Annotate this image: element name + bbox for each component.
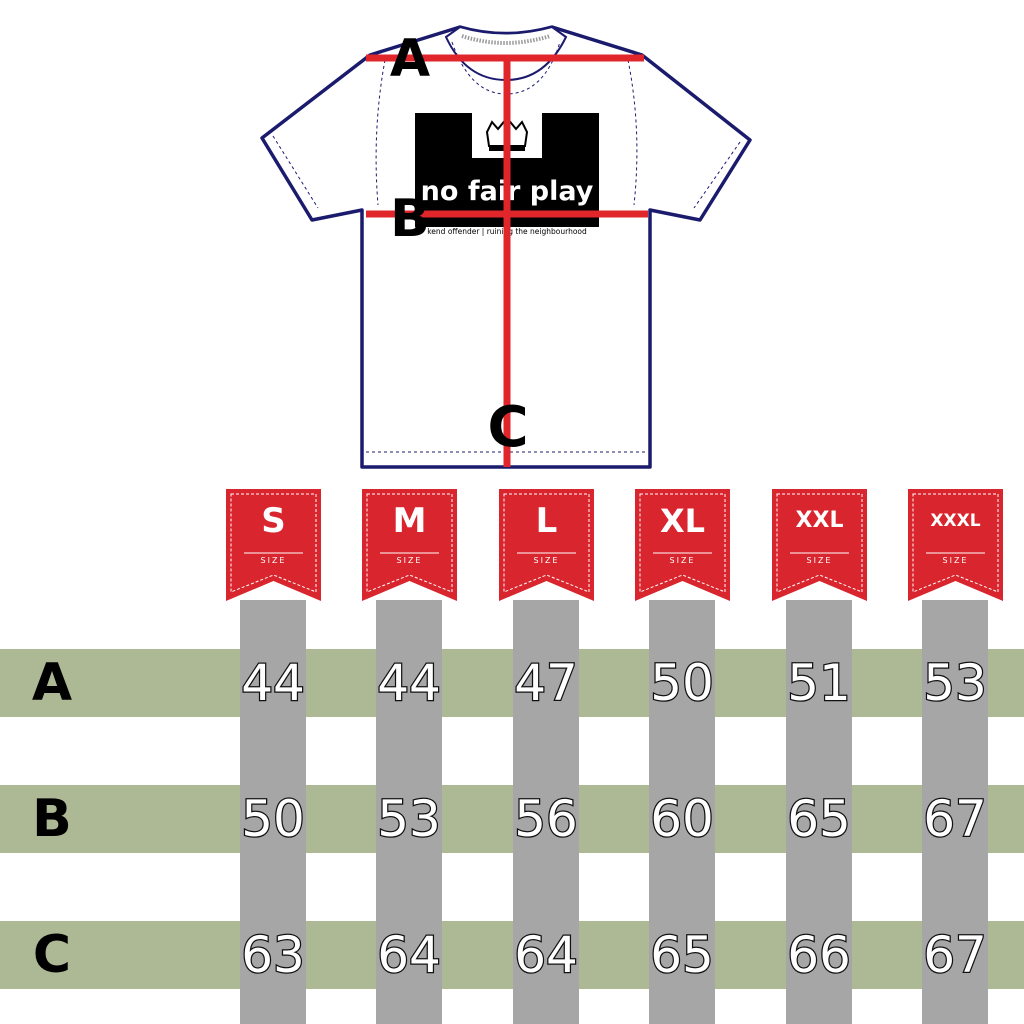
table-cell: 51	[786, 653, 852, 714]
size-tag-xl: XL SIZE	[635, 489, 730, 601]
table-cell: 60	[649, 789, 715, 850]
measure-label-c: C	[487, 395, 528, 460]
row-label-c: C	[32, 925, 72, 985]
row-label-a: A	[31, 653, 73, 713]
size-tag-subtitle: SIZE	[806, 556, 833, 565]
table-cell: 64	[513, 925, 579, 986]
row-band-c	[0, 921, 1024, 989]
table-cell: 65	[786, 789, 852, 850]
row-label-b: B	[32, 789, 72, 849]
size-tag-label: S	[261, 501, 286, 541]
table-cell: 56	[513, 789, 579, 850]
table-cell: 44	[376, 653, 442, 714]
table-cell: 47	[513, 653, 579, 714]
size-tag-label: XXL	[795, 508, 844, 533]
table-cell: 64	[376, 925, 442, 986]
size-tag-s: S SIZE	[226, 489, 321, 601]
size-tag-subtitle: SIZE	[942, 556, 969, 565]
tshirt-diagram: no fair play kend offender | ruining the…	[260, 25, 752, 469]
table-cell: 67	[922, 925, 988, 986]
size-tag-xxl: XXL SIZE	[772, 489, 867, 601]
size-tag-xxxl: XXXL SIZE	[908, 489, 1003, 601]
size-tag-subtitle: SIZE	[533, 556, 560, 565]
row-band-a	[0, 649, 1024, 717]
size-column-bar	[513, 600, 579, 1024]
size-tag-m: M SIZE	[362, 489, 457, 601]
size-tag-label: XXXL	[930, 511, 981, 531]
table-cell: 50	[649, 653, 715, 714]
size-tag-l: L SIZE	[499, 489, 594, 601]
size-tag-label: L	[535, 501, 558, 541]
tshirt-collar	[444, 25, 568, 82]
table-cell: 67	[922, 789, 988, 850]
table-cell: 53	[376, 789, 442, 850]
size-tag-subtitle: SIZE	[260, 556, 287, 565]
size-column-bar	[786, 600, 852, 1024]
size-tag-label: XL	[659, 502, 706, 540]
table-cell: 65	[649, 925, 715, 986]
size-tag-subtitle: SIZE	[669, 556, 696, 565]
table-cell: 63	[240, 925, 306, 986]
table-cell: 50	[240, 789, 306, 850]
table-cell: 44	[240, 653, 306, 714]
measure-label-b: B	[390, 189, 430, 249]
row-band-b	[0, 785, 1024, 853]
table-cell: 66	[786, 925, 852, 986]
size-column-bar	[240, 600, 306, 1024]
size-column-bar	[922, 600, 988, 1024]
size-tag-label: M	[392, 501, 427, 541]
measure-label-a: A	[390, 29, 430, 89]
table-cell: 53	[922, 653, 988, 714]
size-tag-subtitle: SIZE	[396, 556, 423, 565]
size-column-bar	[649, 600, 715, 1024]
size-column-bar	[376, 600, 442, 1024]
